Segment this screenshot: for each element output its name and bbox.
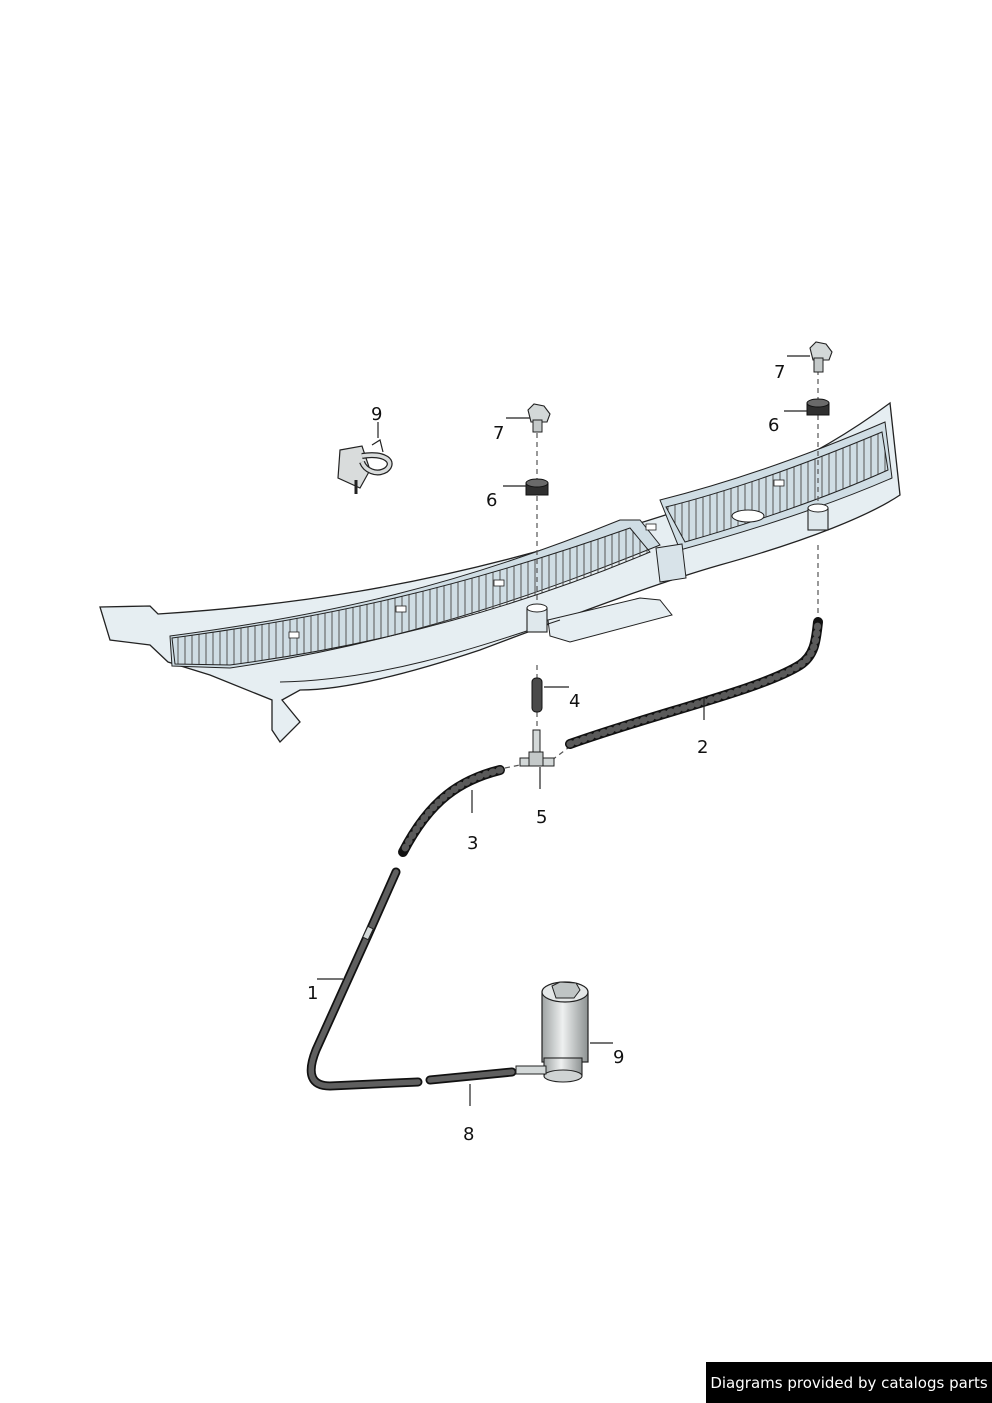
callout-8: 8 <box>463 1124 474 1145</box>
grommet-left <box>525 478 549 496</box>
callout-4: 4 <box>569 691 580 712</box>
callout-7-right: 7 <box>774 362 785 383</box>
callout-1: 1 <box>307 983 318 1004</box>
callout-7-left: 7 <box>493 423 504 444</box>
callout-2: 2 <box>697 737 708 758</box>
callout-6-left: 6 <box>486 490 497 511</box>
callout-5: 5 <box>536 807 547 828</box>
callout-6-right: 6 <box>768 415 779 436</box>
washer-nozzle-left <box>527 403 551 433</box>
washer-pump <box>515 981 589 1083</box>
hose-clip <box>337 439 393 494</box>
short-hose <box>531 677 543 713</box>
callout-3: 3 <box>467 833 478 854</box>
grommet-right <box>806 398 830 416</box>
credit-banner: Diagrams provided by catalogs parts <box>706 1362 992 1403</box>
hose-3 <box>398 765 505 857</box>
callout-9-pump: 9 <box>613 1047 624 1068</box>
washer-nozzle-right <box>809 341 833 373</box>
callout-9-clip: 9 <box>371 404 382 425</box>
t-connector <box>519 729 555 767</box>
hose-2 <box>565 617 823 749</box>
cowl-panel <box>99 401 901 744</box>
